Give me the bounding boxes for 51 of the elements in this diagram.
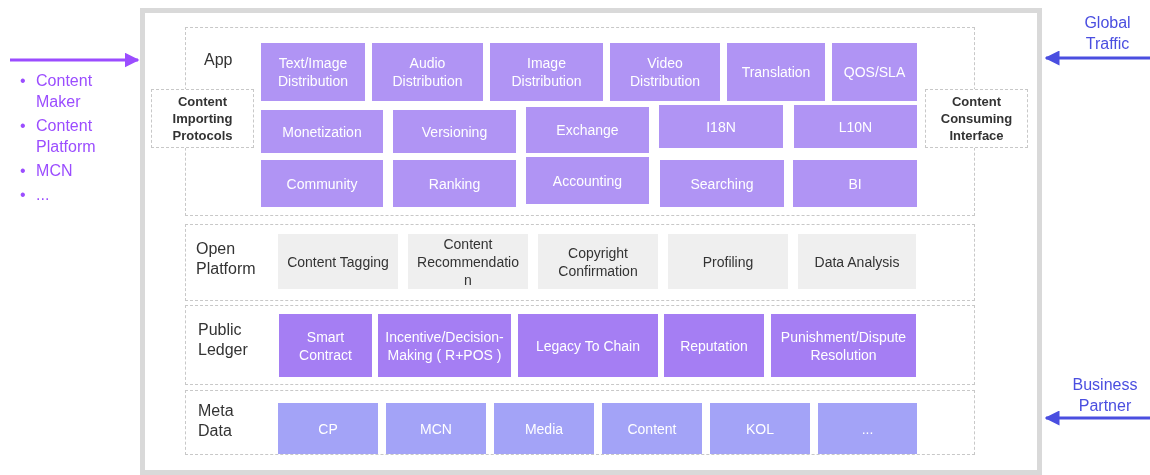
feature-tile: Ranking (393, 160, 516, 207)
feature-tile: QOS/SLA (832, 43, 917, 101)
layer-title: Meta Data (198, 401, 235, 441)
list-item: • ... (20, 185, 51, 205)
feature-tile: KOL (710, 403, 810, 454)
layer-panel (185, 390, 975, 455)
list-item: • MCN (20, 161, 74, 181)
feature-tile: Accounting (526, 157, 649, 204)
feature-tile: Text/Image Distribution (261, 43, 365, 101)
list-item: • Content Maker (20, 71, 94, 112)
feature-tile: Copyright Confirmation (538, 234, 658, 289)
layer-title: Open Platform (196, 239, 257, 279)
feature-tile: BI (793, 160, 917, 207)
feature-tile: Translation (727, 43, 825, 101)
interface-box: Content Consuming Interface (925, 89, 1028, 148)
feature-tile: Legacy To Chain (518, 314, 658, 377)
feature-tile: Smart Contract (279, 314, 372, 377)
feature-tile: MCN (386, 403, 486, 454)
feature-tile: Community (261, 160, 383, 207)
feature-tile: Profiling (668, 234, 788, 289)
arrow (1044, 410, 1150, 426)
feature-tile: Incentive/Decision-Making ( R+POS ) (378, 314, 511, 377)
arrow (10, 52, 140, 68)
feature-tile: Content Tagging (278, 234, 398, 289)
feature-tile: Image Distribution (490, 43, 603, 101)
feature-tile: Video Distribution (610, 43, 720, 101)
actor-label: Global Traffic (1065, 12, 1150, 58)
layer-panel (185, 305, 975, 385)
feature-tile: ... (818, 403, 917, 454)
feature-tile: Versioning (393, 110, 516, 153)
feature-tile: Monetization (261, 110, 383, 153)
layer-panel (185, 224, 975, 301)
feature-tile: CP (278, 403, 378, 454)
platform-frame (140, 8, 1042, 475)
layer-title: App (204, 50, 234, 70)
feature-tile: Reputation (664, 314, 764, 377)
arrow (1044, 50, 1150, 66)
feature-tile: Data Analysis (798, 234, 916, 289)
actor-label: Business Partner (1060, 374, 1150, 418)
feature-tile: Searching (660, 160, 784, 207)
feature-tile: I18N (659, 105, 783, 148)
feature-tile: L10N (794, 105, 917, 148)
feature-tile: Content (602, 403, 702, 454)
layer-title: Public Ledger (198, 320, 249, 360)
list-item: • Content Platform (20, 116, 97, 157)
interface-box: Content Importing Protocols (151, 89, 254, 148)
feature-tile: Audio Distribution (372, 43, 483, 101)
feature-tile: Content Recommendation (408, 234, 528, 289)
feature-tile: Punishment/Dispute Resolution (771, 314, 916, 377)
feature-tile: Media (494, 403, 594, 454)
feature-tile: Exchange (526, 107, 649, 153)
